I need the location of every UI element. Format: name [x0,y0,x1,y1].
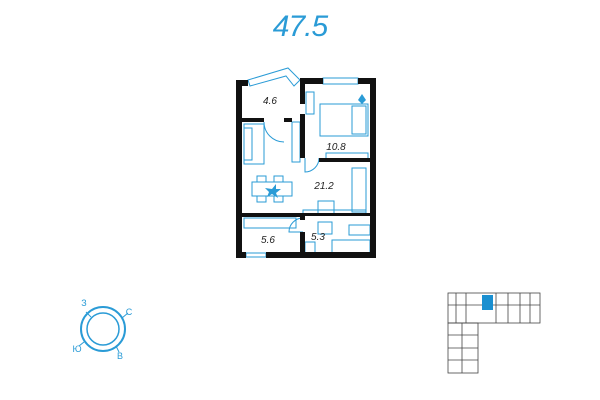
compass-north: С [126,307,133,317]
compass-east: В [117,351,123,361]
compass-south: Ю [72,344,81,354]
dining-table [251,181,293,197]
wardrobe [291,121,301,163]
hallway-radiator [243,217,297,229]
compass: З С Ю В [72,298,132,361]
room-area-bathroom: 5.3 [311,232,325,243]
room-area-hallway: 5.6 [261,235,275,246]
bay-window [247,67,301,87]
room-area-balcony: 4.6 [263,96,277,107]
bathtub [331,239,371,255]
key-plan [447,292,541,374]
total-area: 47.5 [272,10,328,43]
bed [319,103,369,137]
compass-west: З [81,298,86,308]
sink [317,221,333,235]
sofa [243,123,265,165]
fan-icon [265,184,281,198]
walls [236,78,376,258]
toilet [348,224,371,236]
current-apartment-highlight [482,295,493,310]
plant-icon [358,94,366,104]
bedroom-window [322,77,359,85]
room-area-bedroom: 10.8 [326,142,346,153]
room-area-living: 21.2 [313,181,334,192]
kitchen-counter [351,167,367,213]
